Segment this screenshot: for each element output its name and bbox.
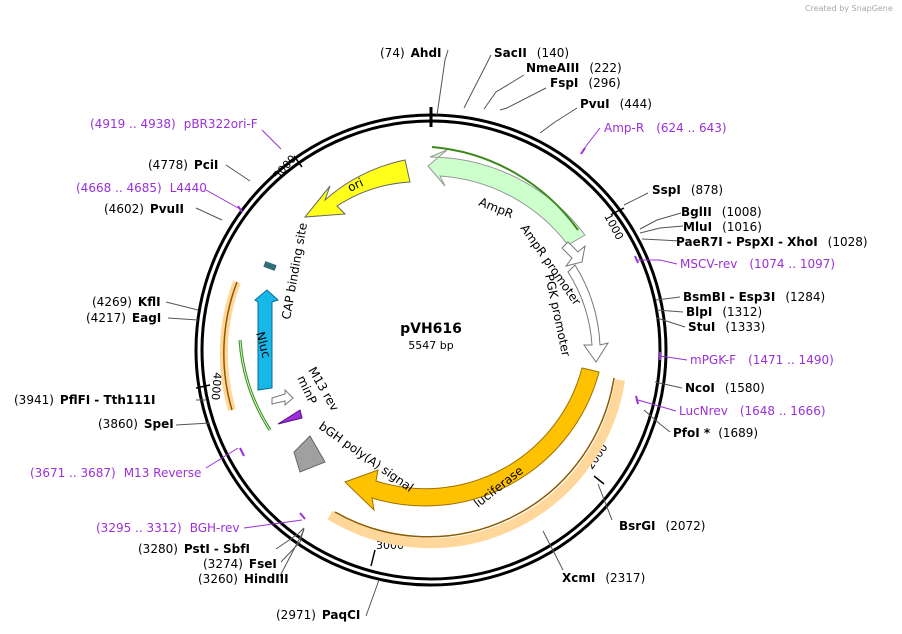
enzyme-psti[interactable]: (3280)PstI- SbfI [138, 542, 250, 556]
primer-mscv-rev[interactable]: MSCV-rev(1074 .. 1097) [680, 257, 835, 271]
enzyme-bsmbi[interactable]: BsmBI- Esp3I(1284) [683, 290, 825, 304]
left-orange-arc-line [223, 281, 238, 411]
left-green-arc-light [239, 339, 271, 431]
ori-feature[interactable] [303, 159, 411, 218]
nluc-label: Nluc [253, 330, 273, 359]
ampr-promoter-feature[interactable] [561, 241, 586, 267]
enzyme-pfoi[interactable]: PfoI *(1689) [673, 426, 758, 440]
plasmid-size: 5547 bp [408, 339, 453, 352]
enzyme-nmeaiii[interactable]: NmeAIII(222) [526, 61, 622, 75]
luciferase-feature[interactable] [344, 367, 600, 512]
enzyme-pcii[interactable]: (4778)PciI [148, 158, 218, 172]
enzyme-ahdi[interactable]: (74)AhdI [380, 46, 442, 60]
enzyme-xcmi[interactable]: XcmI(2317) [562, 571, 645, 585]
cap-binding-site-feature[interactable] [263, 261, 277, 271]
ampr-feature[interactable] [427, 149, 586, 246]
cap-binding-site-label: CAP binding site [279, 222, 310, 321]
enzyme-blpi[interactable]: BlpI(1312) [686, 305, 762, 319]
enzyme-fsei[interactable]: (3274)FseI [203, 557, 277, 571]
tick-marks [195, 155, 625, 567]
plasmid-name: pVH616 [400, 321, 462, 337]
enzyme-stui[interactable]: StuI(1333) [688, 320, 765, 334]
enzyme-kfli[interactable]: (4269)KflI [92, 295, 161, 309]
primer-marks [237, 147, 661, 520]
primer-bgh-rev[interactable]: (3295 .. 3312)BGH-rev [96, 521, 240, 535]
enzyme-mlui[interactable]: MluI(1016) [683, 220, 762, 234]
bgh-polya-feature[interactable] [293, 435, 326, 473]
enzyme-ncoi[interactable]: NcoI(1580) [685, 381, 765, 395]
enzyme-bsrgi[interactable]: BsrGI(2072) [619, 519, 705, 533]
primer-leaders [205, 127, 688, 529]
m13-rev-feature[interactable] [277, 409, 303, 425]
tick-label-4000: 4000 [209, 372, 224, 401]
primer-mpgk-f[interactable]: mPGK-F(1471 .. 1490) [690, 353, 834, 367]
enzyme-pvuii[interactable]: (4602)PvuII [104, 202, 184, 216]
primer-amp-r[interactable]: Amp-R(624 .. 643) [604, 121, 727, 135]
enzyme-paer7i[interactable]: PaeR7I- PspXI- XhoI(1028) [676, 235, 868, 249]
enzyme-eagi[interactable]: (4217)EagI [86, 311, 161, 325]
enzyme-spei[interactable]: (3860)SpeI [98, 417, 174, 431]
enzyme-fspi[interactable]: FspI(296) [550, 76, 621, 90]
snapgene-credit: Created by SnapGene [805, 4, 893, 13]
enzyme-pvui[interactable]: PvuI(444) [580, 97, 652, 111]
pgk-promoter-feature[interactable] [567, 264, 610, 363]
luciferase-highlight [327, 379, 625, 549]
enzyme-bglii[interactable]: BglII(1008) [681, 205, 762, 219]
nluc-feature[interactable] [254, 289, 279, 391]
ampr-label: AmpR [477, 195, 515, 221]
primer-l4440[interactable]: (4668 .. 4685)L4440 [76, 181, 207, 195]
primer-lucnrev[interactable]: LucNrev(1648 .. 1666) [679, 404, 826, 418]
primer-pbr322ori-f[interactable]: (4919 .. 4938)pBR322ori-F [90, 117, 258, 131]
enzyme-sspi[interactable]: SspI(878) [652, 183, 723, 197]
minp-feature[interactable] [271, 388, 294, 407]
primer-m13-reverse[interactable]: (3671 .. 3687)M13 Reverse [30, 466, 201, 480]
ori-label: ori [345, 175, 365, 194]
enzyme-paqci[interactable]: (2971)PaqCI [276, 608, 360, 622]
luciferase-outline [334, 377, 615, 538]
enzyme-sacii[interactable]: SacII(140) [494, 46, 569, 60]
enzyme-hindiii[interactable]: (3260)HindIII [198, 572, 289, 586]
enzyme-leaders [165, 49, 686, 617]
ampr-highlight [431, 146, 579, 231]
enzyme-pflfi[interactable]: (3941)PflFI- Tth111I [14, 393, 155, 407]
